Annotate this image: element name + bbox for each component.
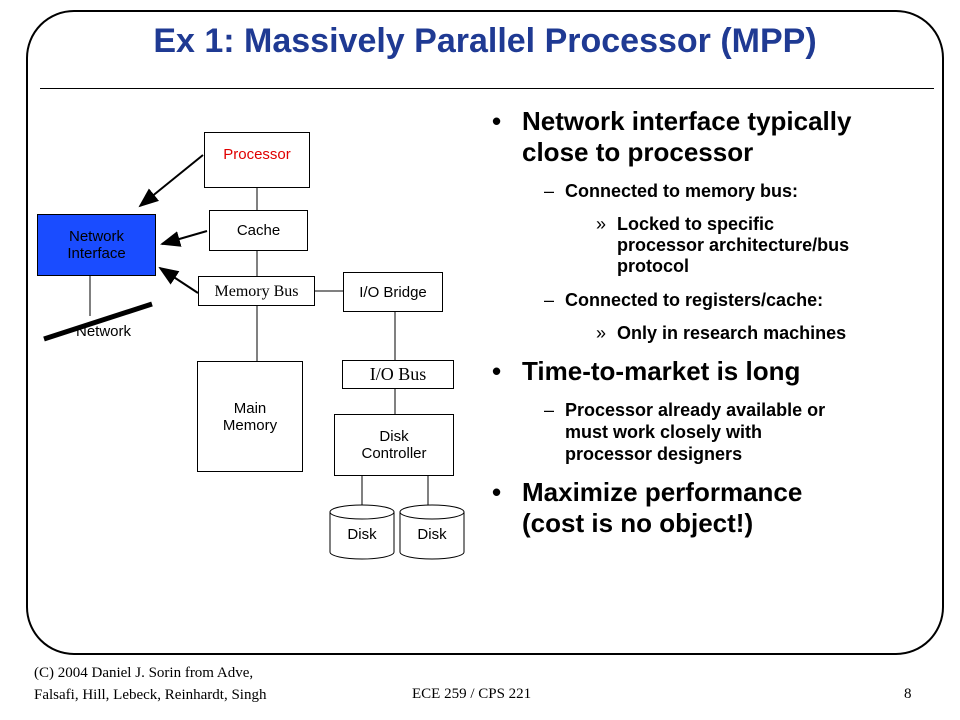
subsubbullet-text: Only in research machines [617, 323, 847, 343]
io-bus-label: I/O Bus [369, 364, 427, 384]
footer-page-number: 8 [904, 686, 912, 702]
network-label: Network [76, 323, 132, 340]
disk-1-cylinder [329, 504, 395, 560]
subsubbullet-text: processor architecture/bus [617, 235, 850, 255]
io-bus-box: I/O Bus [342, 360, 454, 389]
slide-title: Ex 1: Massively Parallel Processor (MPP) [153, 22, 817, 60]
subsubbullet-research: » Only in research machines [480, 323, 940, 344]
subsubbullet-marker: » [596, 323, 607, 343]
footer-copyright: (C) 2004 Daniel J. Sorin from Adve, Fals… [34, 662, 266, 706]
cache-box: Cache [209, 210, 308, 251]
arrow-membus-to-ni [158, 266, 199, 294]
subbullet-text: Processor already available or [565, 400, 826, 420]
main-memory-box: Main Memory [197, 361, 303, 472]
disk-2-label: Disk [417, 526, 447, 543]
subbullet-memory-bus: – Connected to memory bus: [480, 180, 940, 202]
title-divider [40, 88, 934, 89]
disk-controller-label-2: Controller [361, 445, 427, 462]
bullet-marker: • [492, 477, 502, 507]
network-line [43, 301, 153, 342]
arrow-cache-to-ni [160, 230, 208, 247]
disk-2-cylinder [399, 504, 465, 560]
subbullet-marker: – [544, 181, 555, 201]
subbullet-text: Connected to registers/cache: [565, 290, 824, 310]
memory-bus-box: Memory Bus [198, 276, 315, 306]
subsubbullet-marker: » [596, 214, 607, 234]
bullet-text: Network interface typically [522, 106, 852, 136]
subbullet-text: processor designers [565, 444, 743, 464]
subsubbullet-text: protocol [617, 256, 689, 276]
bullet-text: Maximize performance [522, 477, 803, 507]
subbullet-processor-available: – Processor already available or must wo… [480, 399, 940, 465]
bullet-network-interface: • Network interface typically close to p… [480, 106, 940, 168]
bullet-maximize-performance: • Maximize performance (cost is no objec… [480, 477, 940, 539]
subsubbullet-text: Locked to specific [617, 214, 775, 234]
bullet-text: Time-to-market is long [522, 356, 801, 386]
subbullet-text: must work closely with [565, 422, 763, 442]
footer-copyright-line: (C) 2004 Daniel J. Sorin from Adve, [34, 665, 254, 681]
disk-controller-box: Disk Controller [334, 414, 454, 476]
processor-box: Processor [204, 132, 310, 188]
disk-1-label: Disk [347, 526, 377, 543]
cache-label: Cache [236, 222, 281, 239]
main-memory-label-2: Memory [222, 416, 278, 434]
network-interface-box: Network Interface [37, 214, 156, 276]
network-interface-label-2: Interface [67, 245, 126, 262]
io-bridge-box: I/O Bridge [343, 272, 443, 312]
io-bridge-label: I/O Bridge [359, 283, 427, 301]
memory-bus-label: Memory Bus [214, 282, 299, 300]
subbullet-text: Connected to memory bus: [565, 181, 799, 201]
main-memory-label-1: Main [233, 399, 267, 417]
disk-controller-label-1: Disk [379, 428, 409, 445]
bullet-text: (cost is no object!) [522, 508, 754, 538]
bullet-time-to-market: • Time-to-market is long [480, 356, 940, 387]
network-interface-label-1: Network [68, 228, 124, 245]
subbullet-marker: – [544, 400, 555, 420]
bullet-marker: • [492, 106, 502, 136]
bullet-list: • Network interface typically close to p… [480, 106, 940, 545]
bullet-marker: • [492, 356, 502, 386]
slide-frame [26, 10, 944, 655]
arrow-processor-to-ni [138, 154, 204, 208]
subbullet-registers-cache: – Connected to registers/cache: [480, 289, 940, 311]
footer-course: ECE 259 / CPS 221 [412, 686, 532, 702]
subsubbullet-locked: » Locked to specific processor architect… [480, 214, 940, 277]
footer-copyright-line: Falsafi, Hill, Lebeck, Reinhardt, Singh [34, 687, 267, 703]
processor-label: Processor [223, 146, 291, 163]
subbullet-marker: – [544, 290, 555, 310]
bullet-text: close to processor [522, 137, 754, 167]
